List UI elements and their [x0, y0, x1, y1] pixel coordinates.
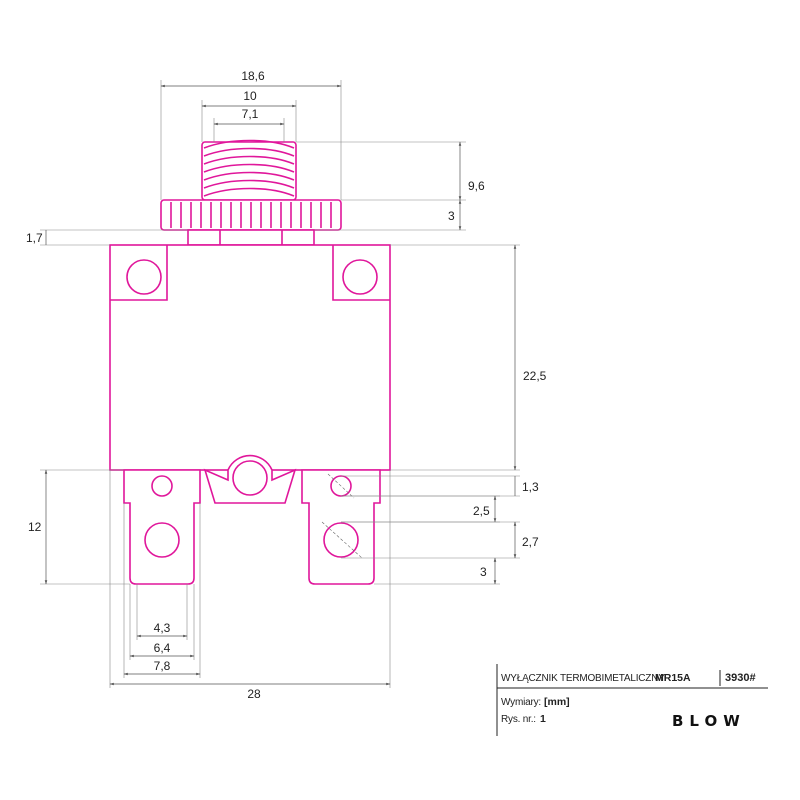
- title-block: WYŁĄCZNIK TERMOBIMETALICZNY MR15A 3930# …: [496, 664, 768, 736]
- dim-large-hole: 2,7: [522, 535, 539, 549]
- reset-boss: [232, 460, 268, 496]
- dim-thread-width: 7,1: [242, 107, 259, 121]
- dim-terminal-mid-width: 6,4: [154, 641, 171, 655]
- dim-body-height: 22,5: [523, 369, 547, 383]
- brand-logo: BLOW: [672, 712, 746, 730]
- threaded-stud: [201, 139, 297, 201]
- breaker-part: [109, 139, 391, 585]
- terminal-left: [123, 469, 201, 585]
- dimension-lines: [40, 80, 520, 688]
- drawing-no-value: 1: [540, 713, 546, 725]
- terminal-left-large-hole: [144, 522, 180, 558]
- mounting-hole-right: [342, 259, 378, 295]
- dim-nut-height: 3: [448, 209, 455, 223]
- collar: [187, 229, 315, 246]
- drawing-no-label: Rys. nr.:: [501, 714, 536, 725]
- terminal-right-large-hole: [323, 522, 359, 558]
- dim-thread-height: 9,6: [468, 179, 485, 193]
- dim-terminal-length: 12: [28, 520, 42, 534]
- units-value: [mm]: [544, 696, 570, 708]
- main-body: [109, 244, 391, 504]
- dim-terminal-end: 3: [480, 565, 487, 579]
- knurled-nut: [160, 199, 342, 231]
- terminal-left-small-hole: [151, 475, 173, 497]
- dim-small-hole: 1,3: [522, 480, 539, 494]
- dim-overall-top-width: 18,6: [241, 69, 265, 83]
- product-model: MR15A: [655, 672, 691, 684]
- dim-hole-spacing: 2,5: [473, 504, 490, 518]
- product-code: 3930#: [725, 672, 756, 684]
- dim-terminal-outer-width: 7,8: [154, 659, 171, 673]
- product-name: WYŁĄCZNIK TERMOBIMETALICZNY: [501, 673, 665, 684]
- units-label: Wymiary:: [501, 697, 541, 708]
- dimension-labels: 18,6 10 7,1 9,6 3 1,7 22,5 12 1,3 2,5 2,…: [26, 69, 547, 701]
- dim-terminal-inner-width: 4,3: [154, 621, 171, 635]
- terminal-right: [301, 469, 381, 585]
- dim-overall-width: 28: [247, 687, 261, 701]
- dim-nut-width: 10: [243, 89, 257, 103]
- dim-collar-height: 1,7: [26, 231, 43, 245]
- mounting-hole-left: [126, 259, 162, 295]
